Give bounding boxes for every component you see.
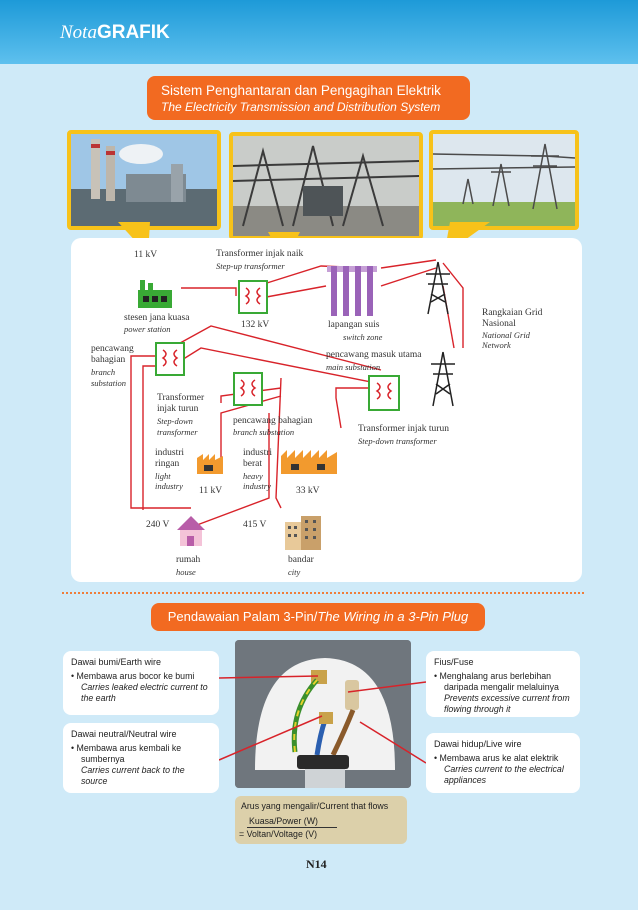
neutral-wire-point-ms: • Membawa arus kembali ke sumbernya [71, 743, 182, 764]
label-stepdown1-ms-1: Transformer [157, 393, 205, 403]
neutral-wire-point-en: Carries current back to the source [81, 765, 185, 786]
neutral-wire-box: Dawai neutral/Neutral wire • Membawa aru… [63, 723, 219, 793]
label-house-en: house [176, 567, 196, 577]
label-11kv-bottom: 11 kV [199, 486, 223, 496]
fuse-point-ms: • Menghalang arus berlebihan daripada me… [434, 671, 559, 692]
formula-denominator: = Voltan/Voltage (V) [239, 829, 318, 839]
page-number: N14 [306, 857, 327, 871]
label-grid-ms-1: Rangkaian Grid [482, 308, 543, 318]
formula-numerator: Kuasa/Power (W) [249, 816, 318, 826]
label-stepdown1-en-2: transformer [157, 427, 198, 437]
plug-photo [235, 640, 411, 788]
label-switch-zone-en: switch zone [343, 332, 383, 342]
label-stepdown2-en: Step-down transformer [358, 436, 437, 446]
earth-wire-point-ms: • Membawa arus bocor ke bumi [71, 671, 195, 681]
label-heavy-ind-ms-2: berat [243, 459, 262, 469]
label-grid-en-2: Network [482, 340, 511, 350]
plug-title-ms: Pendawaian Palam 3-Pin/ [167, 609, 318, 624]
grid-pylon-icon [426, 261, 450, 315]
plug-title-en: The Wiring in a 3-Pin Plug [317, 609, 469, 624]
label-main-sub-ms: pencawang masuk utama [326, 350, 422, 360]
label-light-ind-ms-2: ringan [155, 459, 180, 469]
live-wire-heading: Dawai hidup/Live wire [434, 739, 522, 749]
house-icon [177, 516, 205, 546]
label-main-sub-en: main substation [326, 362, 381, 372]
brand-grafik: GRAFIK [96, 22, 170, 43]
label-stepdown1-en-1: Step-down [157, 416, 193, 426]
substation-photo [229, 132, 423, 240]
label-stepdown2-ms: Transformer injak turun [358, 424, 449, 434]
neutral-wire-heading: Dawai neutral/Neutral wire [71, 729, 177, 739]
label-city-ms: bandar [288, 555, 314, 565]
label-branch-sub1-en-1: branch [91, 367, 116, 377]
live-wire-point-en: Carries current to the electrical applia… [444, 764, 564, 785]
label-grid-ms-2: Nasional [482, 319, 516, 329]
fuse-point-en: Prevents excessive current from flowing … [444, 693, 570, 714]
stepup-transformer-icon [238, 280, 268, 314]
label-light-ind-en-2: industry [155, 481, 183, 491]
transmission-towers-photo [429, 130, 579, 230]
label-switch-zone-ms: lapangan suis [328, 320, 380, 330]
live-wire-point-ms: • Membawa arus ke alat elektrik [434, 753, 559, 763]
label-power-station-en: power station [124, 324, 171, 334]
earth-wire-box: Dawai bumi/Earth wire • Membawa arus boc… [63, 651, 219, 715]
switch-zone-icon [327, 266, 377, 316]
label-stepdown1-ms-2: injak turun [157, 404, 199, 414]
earth-wire-heading: Dawai bumi/Earth wire [71, 657, 162, 667]
label-stepup-en: Step-up transformer [216, 261, 285, 271]
branch-substation-transformer-icon [155, 342, 185, 376]
label-power-station-ms: stesen jana kuasa [124, 313, 190, 323]
label-light-ind-ms-1: industri [155, 448, 185, 458]
main-pylon-icon [431, 351, 455, 407]
brand-title: NotaGRAFIK [60, 22, 170, 44]
formula-fraction-bar [247, 827, 337, 828]
label-heavy-ind-en-1: heavy [243, 471, 263, 481]
label-33kv: 33 kV [296, 486, 320, 496]
section-title-en: The Electricity Transmission and Distrib… [161, 100, 441, 114]
power-station-icon [138, 280, 172, 308]
heavy-industry-icon [281, 450, 337, 474]
main-substation-transformer-icon [368, 375, 400, 411]
section-title-transmission: Sistem Penghantaran dan Pengagihan Elekt… [147, 76, 470, 120]
section-title-plug-wiring: Pendawaian Palam 3-Pin/The Wiring in a 3… [151, 603, 485, 631]
section-title-ms: Sistem Penghantaran dan Pengagihan Elekt… [161, 83, 441, 98]
label-11kv-top: 11 kV [134, 250, 158, 260]
formula-heading: Arus yang mengalir/Current that flows [241, 801, 389, 811]
label-branch-sub2-ms: pencawang bahagian [233, 416, 313, 426]
label-city-en: city [288, 567, 301, 577]
label-240v: 240 V [146, 520, 170, 530]
label-branch-sub1-ms-1: pencawang [91, 344, 134, 354]
earth-wire-point-en: Carries leaked electric current to the e… [81, 682, 208, 703]
page-header-band [0, 0, 638, 64]
label-light-ind-en-1: light [155, 471, 171, 481]
label-heavy-ind-ms-1: industri [243, 448, 273, 458]
fuse-box: Fius/Fuse • Menghalang arus berlebihan d… [426, 651, 580, 717]
label-branch-sub2-en: branch substation [233, 427, 295, 437]
fuse-heading: Fius/Fuse [434, 657, 474, 667]
stepdown-transformer-icon [233, 372, 263, 406]
label-132kv: 132 kV [241, 320, 270, 330]
live-wire-box: Dawai hidup/Live wire • Membawa arus ke … [426, 733, 580, 793]
transmission-diagram: 11 kV Transformer injak naik Step-up tra… [71, 238, 582, 582]
city-icon [285, 516, 321, 550]
label-grid-en-1: National Grid [482, 330, 530, 340]
section-divider [62, 592, 584, 594]
label-branch-sub1-en-2: substation [91, 378, 126, 388]
brand-nota: Nota [60, 22, 97, 43]
label-house-ms: rumah [176, 555, 201, 565]
light-industry-icon [197, 454, 223, 474]
label-stepup-ms: Transformer injak naik [216, 249, 304, 259]
label-branch-sub1-ms-2: bahagian [91, 355, 126, 365]
label-heavy-ind-en-2: industry [243, 481, 271, 491]
label-415v: 415 V [243, 520, 267, 530]
current-formula-box: Arus yang mengalir/Current that flows Ku… [235, 796, 407, 844]
